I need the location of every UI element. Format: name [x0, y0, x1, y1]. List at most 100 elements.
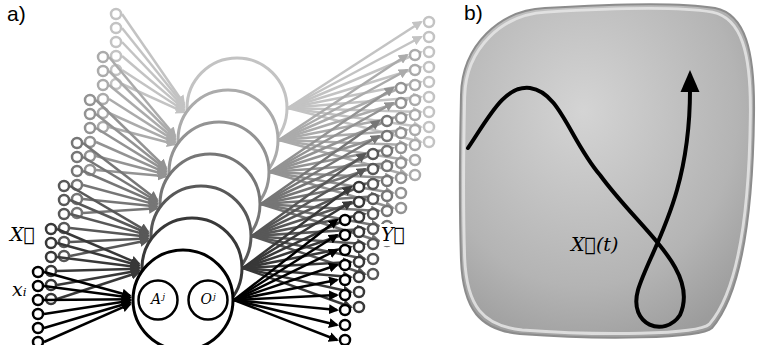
- input-arrow: [70, 228, 148, 237]
- output-arrow: [279, 55, 407, 140]
- output-arrow: [234, 235, 337, 300]
- input-unit: [111, 23, 121, 33]
- input-unit: [46, 224, 56, 234]
- input-unit: [85, 95, 95, 105]
- input-unit: [33, 295, 43, 305]
- output-arrow: [234, 300, 337, 340]
- unit-outline-circle: [139, 281, 178, 320]
- output-unit: [424, 32, 434, 42]
- output-unit: [354, 302, 364, 312]
- output-unit: [340, 245, 350, 255]
- output-unit: [396, 143, 406, 153]
- state-space: [460, 4, 754, 337]
- output-unit: [396, 98, 406, 108]
- output-unit: [382, 131, 392, 141]
- output-unit: [340, 215, 350, 225]
- input-unit: [72, 152, 82, 162]
- unit-circle: Aʲ: [137, 279, 179, 321]
- state-space-outline: [460, 4, 754, 337]
- output-unit: [410, 170, 420, 180]
- output-unit: [368, 149, 378, 159]
- neuron-layers: [33, 9, 434, 345]
- input-unit: [33, 323, 43, 333]
- input-unit: [72, 166, 82, 176]
- output-unit: [424, 17, 434, 27]
- output-unit: [424, 92, 434, 102]
- output-unit: [354, 242, 364, 252]
- output-unit: [424, 77, 434, 87]
- output-unit: [340, 260, 350, 270]
- input-arrow: [44, 286, 130, 297]
- unit-label: Oʲ: [200, 292, 215, 307]
- input-arrow: [109, 113, 175, 143]
- output-unit: [368, 194, 378, 204]
- input-unit: [33, 337, 43, 345]
- neuron-layer: [33, 215, 350, 345]
- output-unit: [382, 176, 392, 186]
- neuron-layer: [46, 182, 364, 318]
- output-unit: [424, 137, 434, 147]
- output-unit: [396, 83, 406, 93]
- input-unit: [98, 80, 108, 90]
- output-arrow: [234, 250, 337, 300]
- unit-circle: Oʲ: [187, 279, 229, 321]
- output-unit: [340, 275, 350, 285]
- trajectory-symbol: X⃗(t): [570, 234, 619, 256]
- output-unit: [396, 158, 406, 168]
- vector-symbol: X⃗: [9, 224, 36, 246]
- input-unit: [72, 138, 82, 148]
- panel-letter: a): [6, 2, 27, 26]
- panel-letter: b): [463, 1, 484, 25]
- input-unit: [59, 181, 69, 191]
- output-unit: [354, 287, 364, 297]
- output-unit: [396, 188, 406, 198]
- output-unit: [410, 65, 420, 75]
- output-unit: [382, 116, 392, 126]
- output-unit: [424, 122, 434, 132]
- unit-label: Aʲ: [151, 292, 165, 307]
- input-unit: [85, 109, 95, 119]
- output-unit: [368, 209, 378, 219]
- neuron-body: [133, 250, 233, 345]
- output-unit: [340, 230, 350, 240]
- output-unit: [410, 110, 420, 120]
- output-unit: [410, 125, 420, 135]
- output-unit: [354, 212, 364, 222]
- output-unit: [368, 269, 378, 279]
- input-arrow: [83, 143, 157, 200]
- input-unit: [33, 281, 43, 291]
- output-unit: [396, 113, 406, 123]
- output-unit: [424, 47, 434, 57]
- output-unit: [368, 224, 378, 234]
- input-unit: [111, 37, 121, 47]
- output-unit: [340, 335, 350, 345]
- output-unit: [340, 320, 350, 330]
- output-arrow: [234, 265, 337, 300]
- input-unit: [98, 66, 108, 76]
- unit-outline-circle: [189, 281, 228, 320]
- output-unit: [410, 80, 420, 90]
- output-arrow: [234, 220, 337, 300]
- output-unit: [410, 155, 420, 165]
- output-unit: [354, 227, 364, 237]
- output-unit: [396, 128, 406, 138]
- input-symbol: xᵢ: [11, 279, 28, 301]
- input-unit: [46, 238, 56, 248]
- output-unit: [368, 254, 378, 264]
- output-unit: [382, 191, 392, 201]
- output-unit: [382, 206, 392, 216]
- output-unit: [410, 50, 420, 60]
- output-unit: [382, 161, 392, 171]
- output-arrow: [261, 121, 379, 204]
- output-arrow: [288, 82, 421, 108]
- input-unit: [111, 9, 121, 19]
- input-arrow: [44, 298, 130, 301]
- input-arrow: [57, 257, 139, 267]
- input-arrow: [70, 240, 148, 256]
- output-unit: [368, 179, 378, 189]
- input-unit: [98, 52, 108, 62]
- output-unit: [424, 107, 434, 117]
